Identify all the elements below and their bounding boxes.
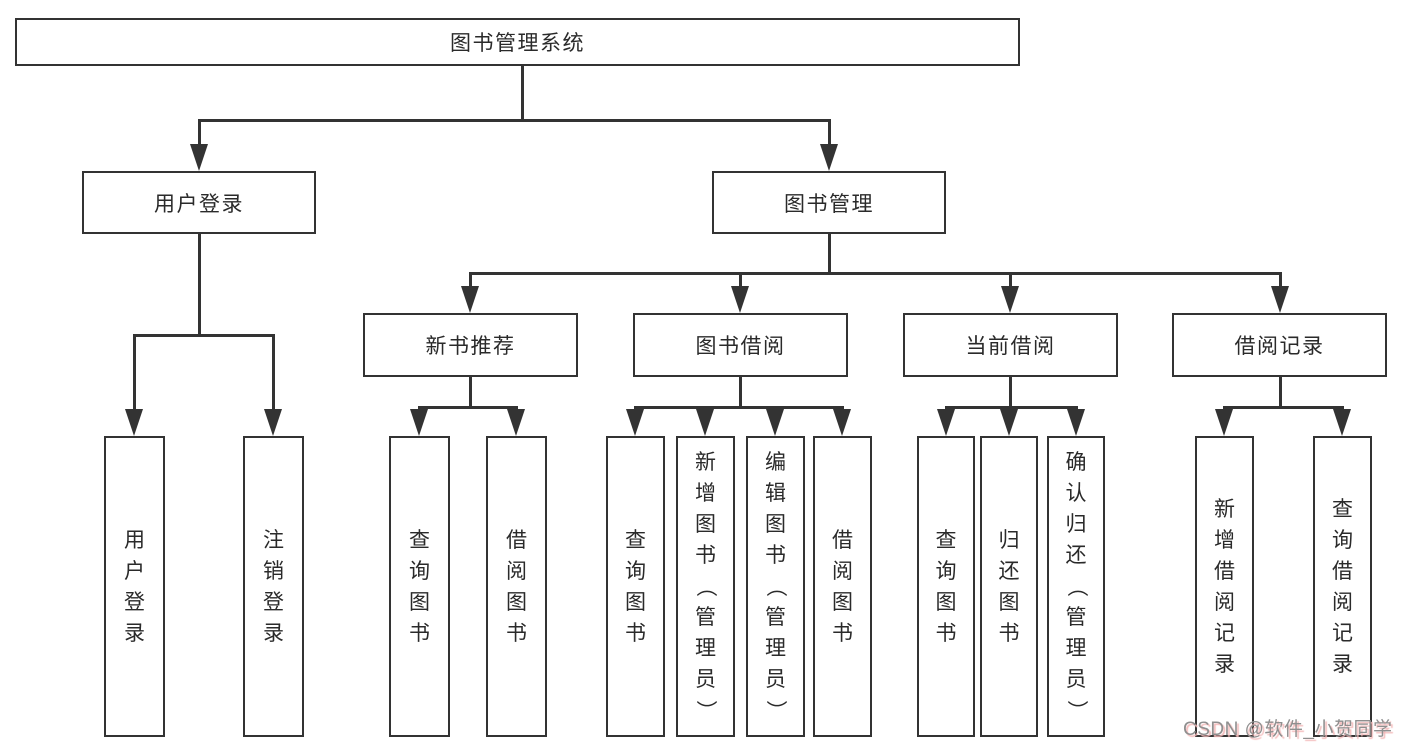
- arrowhead-cb-return-books: [1000, 409, 1018, 436]
- node-br-query-record: 查询借阅记录: [1313, 436, 1372, 737]
- edge-to-user-login: [198, 119, 201, 146]
- arrowhead-cb-confirm-return: [1067, 409, 1085, 436]
- arrowhead-logout-leaf: [264, 409, 282, 436]
- arrowhead-login-leaf: [125, 409, 143, 436]
- edge-bb-rail: [634, 406, 844, 409]
- arrowhead-current-borrowing: [1001, 286, 1019, 313]
- edge-cb-stem: [1009, 377, 1012, 409]
- arrowhead-book-borrowing: [731, 286, 749, 313]
- edge-user-login-rail: [133, 334, 275, 337]
- edge-book-management-stem: [828, 234, 831, 275]
- vertical-label: 查询借阅记录: [1332, 497, 1353, 676]
- vertical-label: 查询图书: [625, 528, 646, 645]
- node-nbr-query-books: 查询图书: [389, 436, 450, 737]
- node-borrowing-records: 借阅记录: [1172, 313, 1387, 377]
- node-bb-edit-books-admin: 编辑图书（管理员）: [746, 436, 805, 737]
- node-nbr-borrow-books: 借阅图书: [486, 436, 547, 737]
- arrowhead-bb-add-books: [696, 409, 714, 436]
- arrowhead-cb-query-books: [937, 409, 955, 436]
- edge-br-stem: [1279, 377, 1282, 409]
- node-br-add-record: 新增借阅记录: [1195, 436, 1254, 737]
- vertical-label: 编辑图书（管理员）: [764, 451, 787, 721]
- vertical-label: 注销登录: [263, 528, 284, 645]
- edge-br-rail: [1223, 406, 1344, 409]
- arrowhead-nbr-query-books: [410, 409, 428, 436]
- edge-to-logout-leaf: [272, 334, 275, 411]
- csdn-watermark: CSDN @软件_小贺同学: [1183, 719, 1393, 740]
- edge-to-book-borrowing: [739, 272, 742, 288]
- vertical-label: 查询图书: [935, 528, 957, 645]
- arrowhead-bb-edit-books: [766, 409, 784, 436]
- edge-book-management-rail: [469, 272, 1282, 275]
- edge-cb-rail: [945, 406, 1078, 409]
- vertical-label: 借阅图书: [506, 528, 527, 645]
- edge-to-new-book-recommendation: [469, 272, 472, 288]
- arrowhead-borrowing-records: [1271, 286, 1289, 313]
- node-user-login-leaf: 用户登录: [104, 436, 165, 737]
- node-cb-return-books: 归还图书: [980, 436, 1038, 737]
- vertical-label: 归还图书: [998, 528, 1020, 645]
- node-bb-add-books-admin: 新增图书（管理员）: [676, 436, 735, 737]
- edge-nbr-stem: [469, 377, 472, 409]
- node-new-book-recommendation: 新书推荐: [363, 313, 578, 377]
- edge-to-login-leaf: [133, 334, 136, 411]
- node-user-login-branch: 用户登录: [82, 171, 316, 234]
- arrowhead-new-book-recommendation: [461, 286, 479, 313]
- arrowhead-br-query-record: [1333, 409, 1351, 436]
- node-book-management: 图书管理: [712, 171, 946, 234]
- arrowhead-nbr-borrow-books: [507, 409, 525, 436]
- arrowhead-user-login: [190, 144, 208, 171]
- edge-to-borrowing-records: [1279, 272, 1282, 288]
- vertical-label: 确认归还（管理员）: [1064, 451, 1088, 721]
- edge-bb-stem: [739, 377, 742, 409]
- node-logout: 注销登录: [243, 436, 304, 737]
- node-bb-query-books: 查询图书: [606, 436, 665, 737]
- node-current-borrowing: 当前借阅: [903, 313, 1118, 377]
- arrowhead-book-management: [820, 144, 838, 171]
- arrowhead-br-add-record: [1215, 409, 1233, 436]
- vertical-label: 查询图书: [409, 528, 430, 645]
- arrowhead-bb-query-books: [626, 409, 644, 436]
- edge-root-rail: [198, 119, 830, 122]
- vertical-label: 新增图书（管理员）: [694, 451, 717, 721]
- edge-to-book-management: [828, 119, 831, 146]
- arrowhead-bb-borrow-books: [833, 409, 851, 436]
- edge-root-stem: [521, 66, 524, 122]
- edge-nbr-rail: [418, 406, 518, 409]
- vertical-label: 借阅图书: [832, 528, 853, 645]
- node-cb-confirm-return-admin: 确认归还（管理员）: [1047, 436, 1105, 737]
- node-book-borrowing: 图书借阅: [633, 313, 848, 377]
- vertical-label: 用户登录: [124, 528, 145, 645]
- node-bb-borrow-books: 借阅图书: [813, 436, 872, 737]
- node-cb-query-books: 查询图书: [917, 436, 975, 737]
- edge-to-current-borrowing: [1009, 272, 1012, 288]
- vertical-label: 新增借阅记录: [1214, 497, 1235, 676]
- node-library-management-system: 图书管理系统: [15, 18, 1020, 66]
- edge-user-login-stem: [198, 234, 201, 337]
